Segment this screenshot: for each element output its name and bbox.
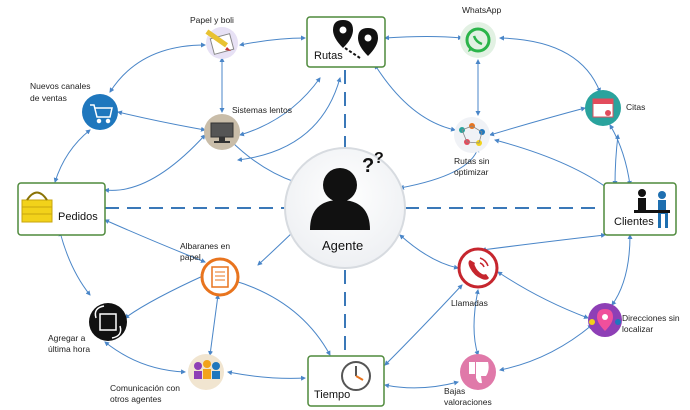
- sistemas-lentos-node[interactable]: [204, 114, 240, 150]
- calendar-icon: [592, 98, 614, 118]
- pencil-paper-icon: [205, 29, 235, 55]
- citas-label: Citas: [626, 102, 646, 112]
- rutas-sin-label-line2: optimizar: [454, 167, 489, 177]
- bajas-label-line2: valoraciones: [444, 397, 492, 407]
- clientes-label: Clientes: [614, 216, 654, 228]
- agregar-node[interactable]: [89, 303, 127, 341]
- basket-icon: [21, 191, 53, 223]
- network-route-icon: [459, 123, 485, 146]
- agregar-label-line1: Agregar a: [48, 333, 86, 343]
- direcciones-node[interactable]: [588, 303, 622, 337]
- shopping-cart-icon: [90, 104, 113, 124]
- albaranes-label-line1: Albaranes en: [180, 241, 231, 251]
- dashed-axes: [105, 70, 603, 355]
- pedidos-box[interactable]: [17, 182, 106, 236]
- phone-icon: [468, 257, 489, 280]
- pedidos-label: Pedidos: [58, 211, 98, 223]
- person-question-icon: ? ?: [310, 150, 384, 230]
- svg-text:?: ?: [362, 155, 374, 177]
- rutas-sin-optimizar-node[interactable]: [454, 117, 490, 153]
- whatsapp-node[interactable]: [460, 22, 496, 58]
- whatsapp-icon: [465, 27, 491, 53]
- bajas-label-line1: Bajas: [444, 386, 466, 396]
- agregar-label-line2: última hora: [48, 344, 91, 354]
- direcciones-label-line2: localizar: [622, 324, 654, 334]
- llamadas-label: Llamadas: [451, 298, 488, 308]
- rutas-sin-label-line1: Rutas sin: [454, 156, 490, 166]
- customer-service-desk-icon: [634, 189, 670, 228]
- papel-node[interactable]: [205, 27, 238, 59]
- rutas-box[interactable]: [306, 16, 386, 68]
- agente-label: Agente: [322, 238, 364, 253]
- nuevos-label-line1: Nuevos canales: [30, 81, 91, 91]
- llamadas-node[interactable]: [457, 247, 499, 289]
- albaranes-label-line2: papel: [180, 252, 201, 262]
- tiempo-label: Tiempo: [314, 389, 351, 401]
- package-recycle-icon: [94, 305, 122, 339]
- whatsapp-label: WhatsApp: [462, 5, 502, 15]
- nuevos-label-line2: de ventas: [30, 93, 67, 103]
- direcciones-label-line1: Direcciones sin: [622, 313, 680, 323]
- rutas-label: Rutas: [314, 50, 343, 62]
- connectors: [53, 35, 633, 389]
- papel-label: Papel y boli: [190, 15, 234, 25]
- comunicacion-label-line1: Comunicación con: [110, 383, 180, 393]
- thumbs-down-icon: [469, 362, 489, 384]
- comunicacion-label-line2: otros agentes: [110, 394, 162, 404]
- tiempo-box[interactable]: [307, 355, 385, 407]
- citas-node[interactable]: [585, 90, 621, 126]
- bajas-node[interactable]: [460, 354, 496, 390]
- nuevos-canales-node[interactable]: [82, 94, 118, 130]
- clock-icon: [341, 361, 371, 391]
- albaranes-node[interactable]: [200, 257, 240, 297]
- computer-monitor-icon: [210, 122, 234, 143]
- document-list-icon: [211, 266, 229, 288]
- map-pins-route-icon: [333, 20, 378, 59]
- comunicacion-node[interactable]: [188, 354, 224, 390]
- map-marker-icon: [589, 309, 621, 331]
- svg-text:?: ?: [374, 150, 384, 167]
- agente-node: ? ?: [284, 147, 406, 269]
- clientes-box[interactable]: [603, 182, 677, 236]
- group-people-icon: [194, 360, 220, 379]
- sistemas-label: Sistemas lentos: [232, 105, 292, 115]
